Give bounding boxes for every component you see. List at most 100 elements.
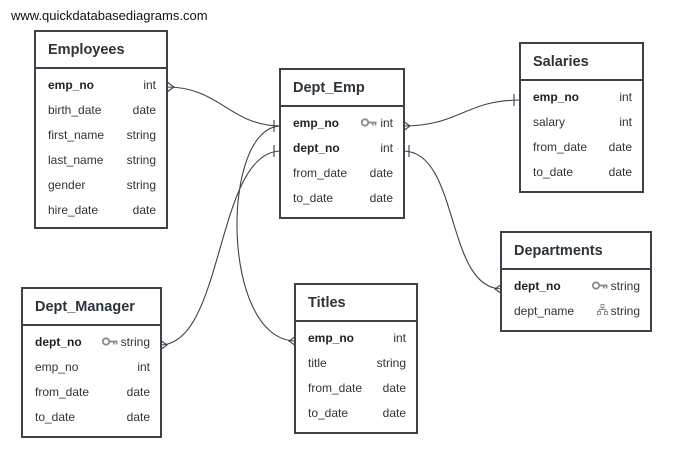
field-name: emp_no <box>48 78 95 92</box>
field-name: first_name <box>48 128 105 142</box>
field-type-cell: string <box>127 173 156 198</box>
field-type: int <box>619 115 632 129</box>
field-row-emp-no[interactable]: emp_no int <box>521 85 642 110</box>
field-row-salary[interactable]: salary int <box>521 110 642 135</box>
field-name: dept_no <box>35 335 82 349</box>
field-type-cell: string <box>377 351 406 376</box>
link-titles-dept-emp <box>236 125 297 342</box>
field-name: from_date <box>293 166 348 180</box>
field-type: string <box>126 128 156 142</box>
key-icon <box>361 111 377 136</box>
crow-foot-titles <box>288 335 297 347</box>
key-icon <box>591 274 608 299</box>
field-name: birth_date <box>48 103 102 117</box>
field-name: gender <box>48 178 86 192</box>
field-row-last-name[interactable]: last_name string <box>36 148 166 173</box>
field-row-emp-no[interactable]: emp_no int <box>23 355 160 380</box>
field-name: hire_date <box>48 203 99 217</box>
field-name: emp_no <box>308 331 355 345</box>
field-type-cell: int <box>143 73 156 98</box>
field-type: string <box>610 304 640 318</box>
table-title: Departments <box>502 233 650 270</box>
field-type: string <box>610 279 640 293</box>
field-type: date <box>382 381 406 395</box>
field-type: date <box>608 165 632 179</box>
field-type-cell: int <box>361 111 393 136</box>
field-row-from-date[interactable]: from_date date <box>281 161 403 186</box>
field-row-to-date[interactable]: to_date date <box>521 160 642 185</box>
field-type-cell: int <box>380 136 393 161</box>
field-row-emp-no[interactable]: emp_no int <box>36 73 166 98</box>
crow-foot-departments <box>494 283 503 295</box>
field-row-to-date[interactable]: to_date date <box>23 405 160 430</box>
field-row-first-name[interactable]: first_name string <box>36 123 166 148</box>
field-name: last_name <box>48 153 104 167</box>
field-row-dept-no[interactable]: dept_no int <box>281 136 403 161</box>
key-icon <box>101 330 118 355</box>
field-row-gender[interactable]: gender string <box>36 173 166 198</box>
field-type: string <box>126 153 156 167</box>
field-type-cell: date <box>133 98 156 123</box>
field-type-cell: date <box>609 135 632 160</box>
field-name: dept_no <box>514 279 561 293</box>
field-type-cell: int <box>619 110 632 135</box>
table-title: Titles <box>296 285 416 322</box>
crow-foot-employees <box>166 81 175 93</box>
field-type: date <box>126 410 150 424</box>
field-name: emp_no <box>533 90 580 104</box>
field-type: string <box>376 356 406 370</box>
table-title: Dept_Manager <box>23 289 160 326</box>
field-row-to-date[interactable]: to_date date <box>296 401 416 426</box>
table-dept-manager[interactable]: Dept_Manager dept_no string emp_no int from_… <box>21 287 162 438</box>
field-type-cell: date <box>609 160 632 185</box>
watermark[interactable]: www.quickdatabasediagrams.com <box>11 8 208 23</box>
table-title: Employees <box>36 32 166 69</box>
field-type-cell: string <box>596 299 640 324</box>
field-type-cell: string <box>591 274 640 299</box>
link-dept-emp-departments <box>402 150 503 290</box>
field-name: emp_no <box>35 360 79 374</box>
field-row-dept-no[interactable]: dept_no string <box>23 330 160 355</box>
field-name: title <box>308 356 327 370</box>
field-row-dept-no[interactable]: dept_no string <box>502 274 650 299</box>
table-title: Salaries <box>521 44 642 81</box>
field-name: salary <box>533 115 566 129</box>
field-name: dept_name <box>514 304 575 318</box>
field-type: int <box>137 360 150 374</box>
field-row-title[interactable]: title string <box>296 351 416 376</box>
field-row-dept-name[interactable]: dept_name string <box>502 299 650 324</box>
field-name: to_date <box>533 165 574 179</box>
field-name: dept_no <box>293 141 340 155</box>
field-name: to_date <box>308 406 349 420</box>
field-row-hire-date[interactable]: hire_date date <box>36 198 166 223</box>
field-type-cell: int <box>393 326 406 351</box>
crow-foot-dept-manager <box>159 339 168 351</box>
field-name: to_date <box>35 410 76 424</box>
field-row-emp-no[interactable]: emp_no int <box>296 326 416 351</box>
field-type: int <box>380 141 393 155</box>
field-type-cell: date <box>127 380 150 405</box>
field-type: date <box>132 203 156 217</box>
field-type-cell: int <box>619 85 632 110</box>
field-type-cell: string <box>127 123 156 148</box>
field-type-cell: date <box>370 161 393 186</box>
field-type-cell: date <box>383 376 406 401</box>
field-type-cell: date <box>127 405 150 430</box>
field-type: date <box>608 140 632 154</box>
field-type: date <box>126 385 150 399</box>
field-type-cell: string <box>101 330 150 355</box>
field-type: int <box>143 78 156 92</box>
field-type-cell: date <box>383 401 406 426</box>
field-row-birth-date[interactable]: birth_date date <box>36 98 166 123</box>
field-type: int <box>393 331 406 345</box>
